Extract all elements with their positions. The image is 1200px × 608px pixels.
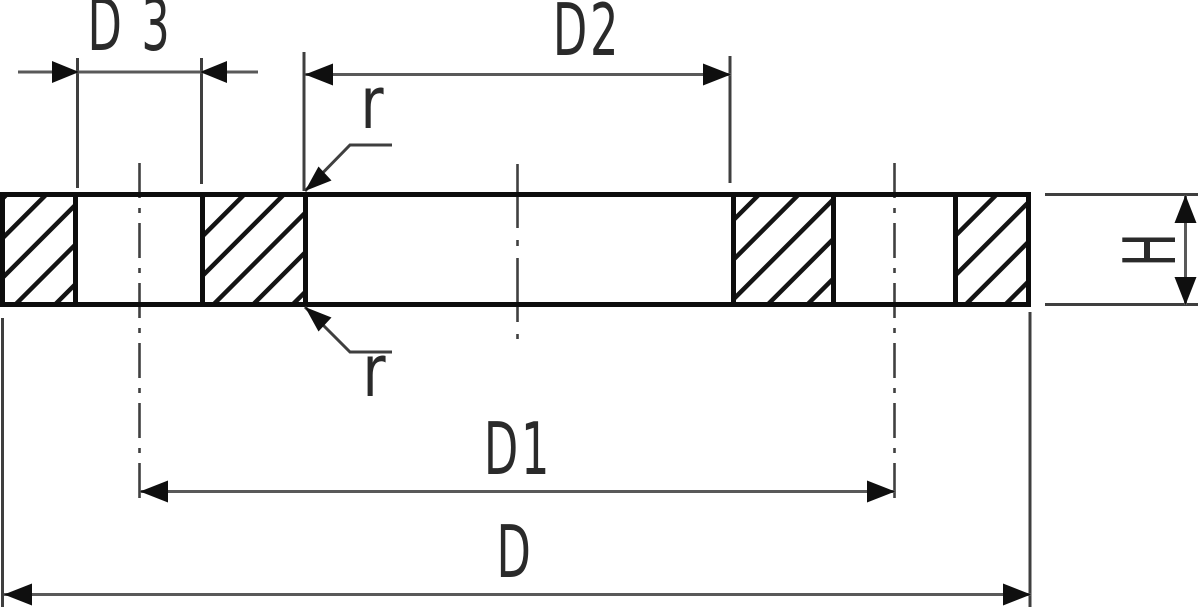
h-arrowhead-top (1174, 195, 1197, 223)
radius-label-top: r (360, 61, 384, 145)
dimension-d1 (140, 480, 895, 503)
dimension-label-d3: D 3 (87, 0, 173, 67)
d2-arrowhead-right (703, 63, 731, 86)
d-arrowhead-left (4, 583, 32, 606)
d1-arrowhead-right (867, 480, 895, 503)
dimension-label-d2: D2 (552, 0, 622, 72)
radius-label-bottom: r (362, 329, 386, 413)
dimension-label-h: H (1108, 233, 1192, 267)
dimension-d (1, 312, 1032, 607)
hatched-web-left (200, 192, 308, 307)
r-bottom-arrowhead (305, 307, 332, 332)
flange-section (0, 192, 1031, 307)
radius-leader-top (303, 143, 392, 193)
d1-arrowhead-left (140, 480, 168, 503)
dimension-d3 (18, 58, 258, 188)
hatched-web-right (731, 192, 836, 307)
hatched-rim-left (0, 192, 78, 307)
d3-arrowhead-left (52, 61, 79, 83)
dimension-label-d1: D1 (483, 407, 553, 491)
dimension-label-d: D (496, 510, 534, 594)
dimension-h (1045, 193, 1198, 306)
d3-arrowhead-right (200, 61, 227, 83)
r-top-arrowhead (305, 166, 332, 191)
h-arrowhead-bottom (1174, 277, 1197, 305)
d2-arrowhead-left (305, 63, 333, 86)
radius-leader-bottom (303, 305, 392, 354)
dimension-d2 (302, 52, 732, 191)
hatched-rim-right (953, 192, 1031, 307)
d-arrowhead-right (1003, 583, 1031, 606)
